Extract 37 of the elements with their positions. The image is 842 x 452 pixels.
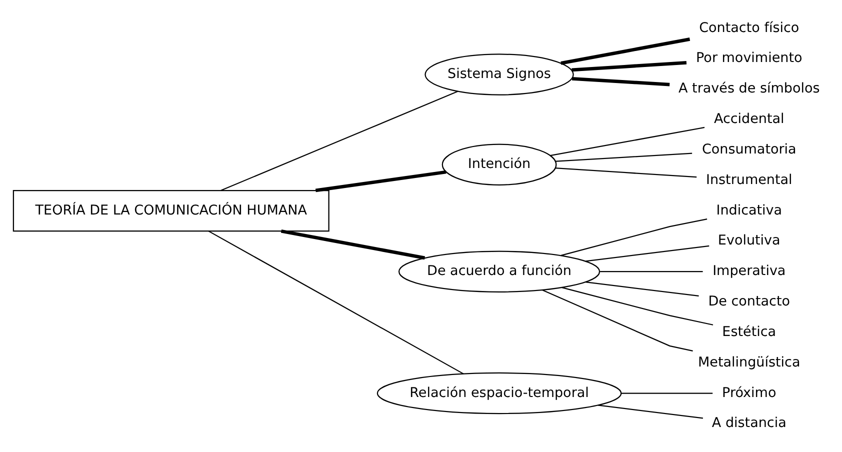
- connector: [586, 282, 699, 297]
- node-ellipse: Relación espacio-temporal: [376, 372, 622, 414]
- connector: [556, 152, 692, 162]
- node-ellipse: Intención: [442, 144, 557, 186]
- node-text: Instrumental: [706, 172, 792, 188]
- connector: [555, 168, 697, 178]
- node-ellipse: Sistema Signos: [424, 54, 574, 96]
- node-text: Por movimiento: [696, 50, 802, 66]
- connector: [208, 230, 464, 374]
- connector: [572, 60, 687, 72]
- connector: [586, 245, 710, 262]
- node-text: Metalingüística: [698, 354, 800, 370]
- node-ellipse: De acuerdo a función: [398, 250, 600, 292]
- connector: [280, 229, 426, 260]
- node-text: Estética: [722, 324, 776, 340]
- node-text: A través de símbolos: [678, 80, 820, 97]
- connector: [560, 38, 690, 65]
- node-text: Evolutiva: [718, 232, 780, 249]
- node-text: De contacto: [708, 294, 790, 310]
- connector: [560, 218, 708, 256]
- node-text: Indicativa: [716, 202, 782, 218]
- connector: [315, 170, 446, 192]
- connector: [562, 287, 714, 326]
- connector: [598, 404, 704, 419]
- connector: [600, 271, 703, 272]
- connector: [550, 126, 705, 156]
- node-text: Imperativa: [712, 263, 786, 280]
- node-text: Accidental: [714, 111, 784, 128]
- connector: [621, 392, 713, 394]
- node-text: Próximo: [722, 384, 776, 401]
- node-text: A distancia: [712, 415, 786, 432]
- connector: [220, 90, 458, 191]
- connector: [542, 289, 693, 352]
- node-box: TEORÍA DE LA COMUNICACIÓN HUMANA: [12, 190, 330, 232]
- connector: [572, 77, 670, 86]
- node-text: Contacto físico: [699, 20, 800, 36]
- node-text: Consumatoria: [702, 141, 796, 158]
